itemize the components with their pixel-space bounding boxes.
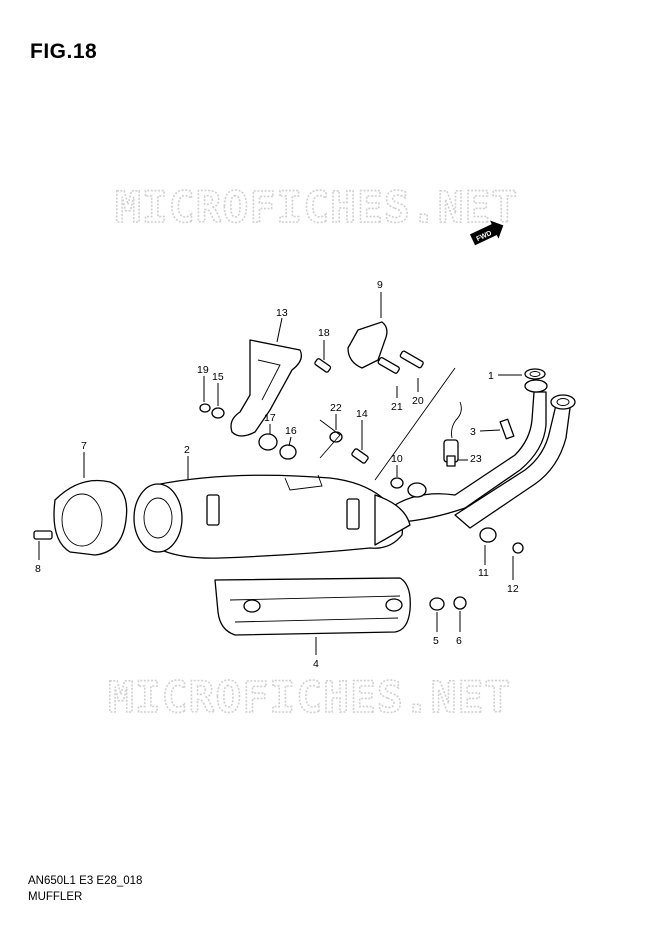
cushion-part-5 (429, 597, 445, 611)
clamp-flange (407, 482, 427, 498)
callout-4: 4 (313, 658, 319, 670)
callout-6: 6 (456, 635, 462, 647)
exhaust-pipe (394, 379, 576, 529)
washer-part-22 (329, 431, 343, 443)
callout-21: 21 (391, 401, 403, 413)
callout-13: 13 (276, 307, 288, 319)
figure-caption: MUFFLER (28, 891, 83, 903)
callout-23: 23 (470, 453, 482, 465)
watermark-bottom: MICROFICHES.NET (108, 673, 511, 723)
gasket-part-1 (524, 368, 546, 380)
cushion-part-17 (258, 433, 278, 451)
cushion-part-11 (479, 527, 497, 543)
bolt-part-12 (512, 542, 524, 554)
gasket-part-10 (390, 477, 404, 489)
callout-12: 12 (507, 583, 519, 595)
callout-3: 3 (470, 426, 476, 438)
callout-9: 9 (377, 279, 383, 291)
callout-18: 18 (318, 327, 330, 339)
watermark-top: MICROFICHES.NET (115, 183, 518, 233)
muffler-body-part-2 (133, 474, 411, 559)
figure-title: FIG.18 (30, 40, 98, 63)
leader-lines (38, 292, 522, 655)
bolt-part-18 (314, 358, 332, 373)
model-code: AN650L1 E3 E28_018 (28, 875, 143, 887)
collar-part-16 (279, 444, 297, 460)
callout-1: 1 (488, 370, 494, 382)
oxygen-sensor-part-23 (443, 401, 462, 467)
bolt-part-14 (351, 448, 369, 464)
callout-8: 8 (35, 563, 41, 575)
callout-10: 10 (391, 453, 403, 465)
callout-20: 20 (412, 395, 424, 407)
bracket-part-9 (347, 321, 388, 369)
callout-7: 7 (81, 440, 87, 452)
callout-16: 16 (285, 425, 297, 437)
washer-part-19 (199, 403, 211, 413)
washer-part-15 (211, 407, 225, 419)
callout-11: 11 (478, 567, 489, 579)
stud-part-3 (499, 418, 515, 440)
callout-2: 2 (184, 444, 190, 456)
end-cap-part-7 (53, 479, 128, 556)
callout-22: 22 (330, 402, 342, 414)
callout-5: 5 (433, 635, 439, 647)
bolt-part-20 (399, 350, 424, 369)
callout-17: 17 (264, 412, 276, 424)
screw-part-8 (33, 530, 53, 540)
bolt-part-6 (453, 596, 467, 610)
callout-14: 14 (356, 408, 368, 420)
bracket-part-13 (230, 339, 303, 437)
heat-shield-part-4 (214, 577, 411, 636)
callout-15: 15 (212, 371, 224, 383)
bolt-part-21 (377, 356, 400, 374)
callout-19: 19 (197, 364, 209, 376)
callouts: 1 2 3 4 5 6 7 8 9 10 11 12 13 14 15 16 1… (35, 279, 519, 670)
